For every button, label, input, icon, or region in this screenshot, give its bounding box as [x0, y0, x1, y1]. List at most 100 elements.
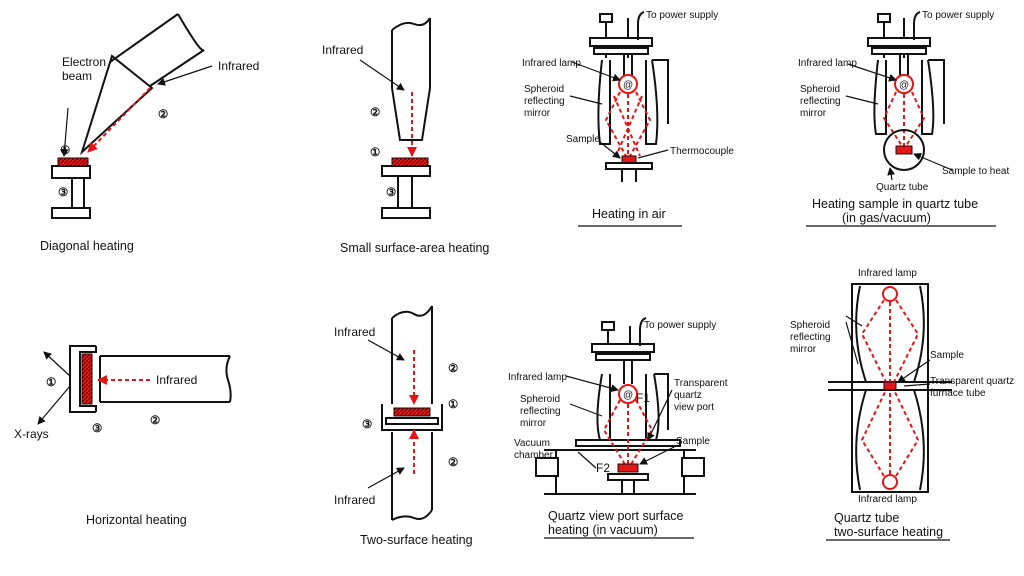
- marker-2-top: ②: [448, 362, 459, 375]
- caption-furnace-line-2: two-surface heating: [834, 525, 943, 539]
- caption-two-surface: Two-surface heating: [360, 533, 473, 547]
- lamp-bulb: [618, 384, 638, 404]
- xray-arrow-up: [43, 351, 71, 377]
- caption-quartz-line-2: (in gas/vacuum): [842, 211, 931, 225]
- lamp-bulb: [894, 74, 914, 94]
- lamp-bottom-label: Infrared lamp: [858, 494, 917, 505]
- panel-quartz-tube-heating: @ To power supply Infrared lamp Spheroid…: [798, 10, 1009, 227]
- lamp-bottom: [882, 474, 898, 490]
- marker-1: ①: [60, 144, 71, 157]
- air-sample: [621, 155, 637, 164]
- xray-label: X-rays: [14, 427, 49, 441]
- marker-3: ③: [58, 186, 69, 199]
- mirror-label-2: reflecting: [790, 332, 831, 343]
- caption-air: Heating in air: [592, 207, 666, 221]
- tube-label-2: furnace tube: [930, 388, 986, 399]
- panel-two-surface-heating: Infrared Infrared ② ① ③ ② Two-surface he…: [334, 305, 473, 547]
- sample-label: Sample: [676, 436, 710, 447]
- caption-viewport-line-1: Quartz view port surface: [548, 509, 684, 523]
- mirror-label-2: reflecting: [800, 96, 841, 107]
- lamp-label: Infrared lamp: [508, 372, 567, 383]
- infrared-bottom-label: Infrared: [334, 493, 375, 507]
- marker-3: ③: [362, 418, 373, 431]
- infrared-label: Infrared: [156, 373, 197, 387]
- svg-text:@: @: [623, 390, 633, 401]
- power-label: To power supply: [646, 10, 718, 21]
- mirror-label-1: Spheroid: [524, 84, 564, 95]
- xray-arrow-down: [37, 385, 71, 425]
- infrared-label: Infrared: [218, 59, 259, 73]
- quartz-lamp-holder: @: [867, 11, 931, 94]
- marker-2-bottom: ②: [448, 456, 459, 469]
- lamp-top: [882, 286, 898, 302]
- mirror-label-1: Spheroid: [520, 394, 560, 405]
- sample-label: Sample to heat: [942, 166, 1009, 177]
- mirror-label-3: mirror: [524, 108, 551, 119]
- mirror-label-3: mirror: [800, 108, 827, 119]
- viewport-lamp-holder: @: [591, 317, 655, 404]
- f1-label: F1: [636, 391, 650, 405]
- mirror-label-1: Spheroid: [800, 84, 840, 95]
- viewport-sample: [617, 463, 639, 473]
- panel-small-area-heating: Infrared ② ① ③ Small surface-area heatin…: [322, 17, 489, 255]
- caption-small-area: Small surface-area heating: [340, 241, 489, 255]
- quartz-sample: [895, 145, 913, 155]
- infrared-pointer: [157, 65, 213, 86]
- marker-3: ③: [92, 422, 103, 435]
- air-lamp-holder: @: [589, 11, 653, 94]
- panel-horizontal-heating: Infrared X-rays ① ② ③ Horizontal heating: [14, 345, 232, 527]
- caption-viewport-line-2: heating (in vacuum): [548, 523, 658, 537]
- caption-furnace-line-1: Quartz tube: [834, 511, 899, 525]
- svg-text:@: @: [623, 80, 633, 91]
- mirror-label-3: mirror: [520, 418, 547, 429]
- diagonal-sample: [57, 157, 89, 167]
- marker-1: ①: [448, 398, 459, 411]
- marker-2: ②: [370, 106, 381, 119]
- air-mirror: [597, 59, 669, 145]
- mirror-label-2: reflecting: [520, 406, 561, 417]
- infrared-label: Infrared: [322, 43, 363, 57]
- tube-label-1: Transparent quartz: [930, 376, 1014, 387]
- port-label-2: quartz: [674, 390, 702, 401]
- chamber-label-1: Vacuum: [514, 438, 550, 449]
- power-label: To power supply: [922, 10, 994, 21]
- electron-label: Electron: [62, 55, 106, 69]
- lamp-bulb: [618, 74, 638, 94]
- furnace-sample: [883, 381, 897, 391]
- sample-label: Sample: [566, 134, 600, 145]
- tube-label: Quartz tube: [876, 182, 929, 193]
- panel-diagonal-heating: Electron beam Infrared ① ② ③ Diagonal he…: [40, 13, 259, 253]
- port-label-3: view port: [674, 402, 714, 413]
- infrared-pointer: [359, 59, 405, 91]
- quartz-tube: [883, 129, 925, 171]
- lamp-top-label: Infrared lamp: [858, 268, 917, 279]
- marker-2: ②: [158, 108, 169, 121]
- power-label: To power supply: [644, 320, 716, 331]
- mirror-label-2: reflecting: [524, 96, 565, 107]
- two-surface-sample: [393, 407, 431, 417]
- marker-2: ②: [150, 414, 161, 427]
- lamp-label: Infrared lamp: [798, 58, 857, 69]
- marker-1: ①: [370, 146, 381, 159]
- marker-3: ③: [386, 186, 397, 199]
- panel-heating-in-air: @ To power supply Infrared lamp Spheroid…: [522, 10, 734, 227]
- electron-beam-arrow: [60, 107, 69, 157]
- chamber-label-2: chamber: [514, 450, 554, 461]
- caption-diagonal: Diagonal heating: [40, 239, 134, 253]
- sample-label: Sample: [930, 350, 964, 361]
- horizontal-sample: [81, 353, 93, 405]
- f2-label: F2: [596, 461, 610, 475]
- diagonal-infrared-pipe: [79, 13, 205, 156]
- caption-quartz-line-1: Heating sample in quartz tube: [812, 197, 978, 211]
- mirror-label-1: Spheroid: [790, 320, 830, 331]
- panel-view-port-heating: @ To power supply Infrared lamp Spheroid…: [508, 317, 728, 539]
- lamp-label: Infrared lamp: [522, 58, 581, 69]
- infrared-top-label: Infrared: [334, 325, 375, 339]
- port-label-1: Transparent: [674, 378, 728, 389]
- thermocouple-label: Thermocouple: [670, 146, 734, 157]
- mirror-label-3: mirror: [790, 344, 817, 355]
- panel-furnace-two-surface: Infrared lamp Infrared lamp Spheroid ref…: [790, 268, 1014, 541]
- beam-label: beam: [62, 69, 92, 83]
